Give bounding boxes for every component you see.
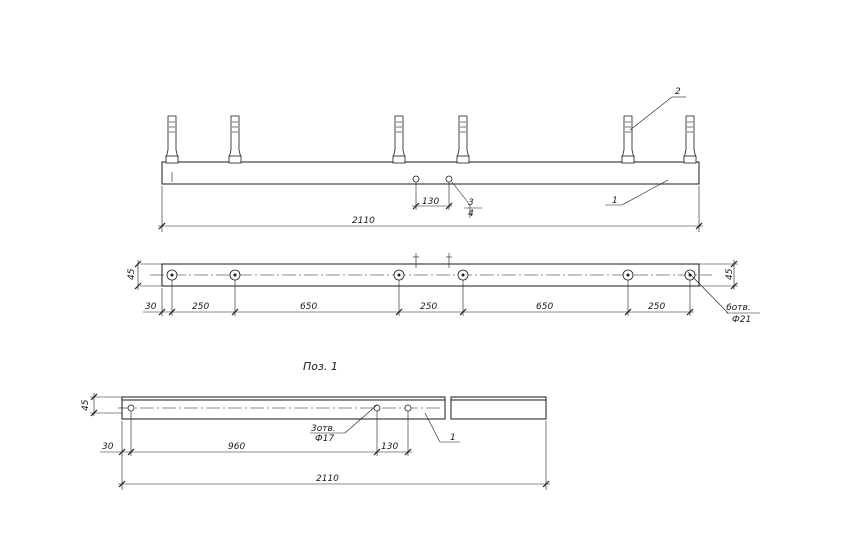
holes-note-plan: 6отв. <box>726 303 751 313</box>
holes-dia-plan: Ф21 <box>732 315 751 325</box>
pos-2-label: 2 <box>675 87 681 97</box>
dim-30-detail: 30 <box>102 442 114 452</box>
pos-3-label: 3 <box>468 198 474 208</box>
dim-2110-detail: 2110 <box>316 474 339 484</box>
holes-note-detail: 3отв. <box>311 424 336 434</box>
dim-130-top: 130 <box>422 197 439 207</box>
dim-spacing-3: 250 <box>420 302 437 312</box>
detail-pos-1: Поз. 1 45 3отв. Ф17 1 <box>81 360 550 490</box>
dim-45-left: 45 <box>127 268 137 280</box>
detail-title: Поз. 1 <box>303 360 338 373</box>
dim-spacing-2: 650 <box>300 302 317 312</box>
dim-30-plan: 30 <box>145 302 157 312</box>
dim-45-detail: 45 <box>81 399 91 411</box>
detail-pos-1-label: 1 <box>450 433 456 443</box>
dim-45-right: 45 <box>725 268 735 280</box>
dim-spacing-5: 250 <box>648 302 665 312</box>
dim-2110-top: 2110 <box>352 216 375 226</box>
pos-1-label: 1 <box>612 196 618 206</box>
anchor-bolt <box>621 115 635 164</box>
anchor-bolt <box>165 115 179 164</box>
beam-detail-end <box>450 396 547 420</box>
dim-960-detail: 960 <box>228 442 245 452</box>
holes-dia-detail: Ф17 <box>315 434 334 444</box>
anchor-bolt <box>683 115 697 164</box>
plan-view: 45 45 6отв. Ф21 30 250 650 250 650 2 <box>127 253 760 325</box>
anchor-bolt <box>228 115 242 164</box>
dim-130-detail: 130 <box>381 442 398 452</box>
pos-4-label: 4 <box>468 209 474 219</box>
anchor-bolt <box>456 115 470 164</box>
elevation-view: 130 3 4 2 1 2110 <box>158 87 703 232</box>
dim-spacing-1: 250 <box>192 302 209 312</box>
beam-elevation <box>161 161 700 185</box>
anchor-bolt <box>392 115 406 164</box>
dim-spacing-4: 650 <box>536 302 553 312</box>
